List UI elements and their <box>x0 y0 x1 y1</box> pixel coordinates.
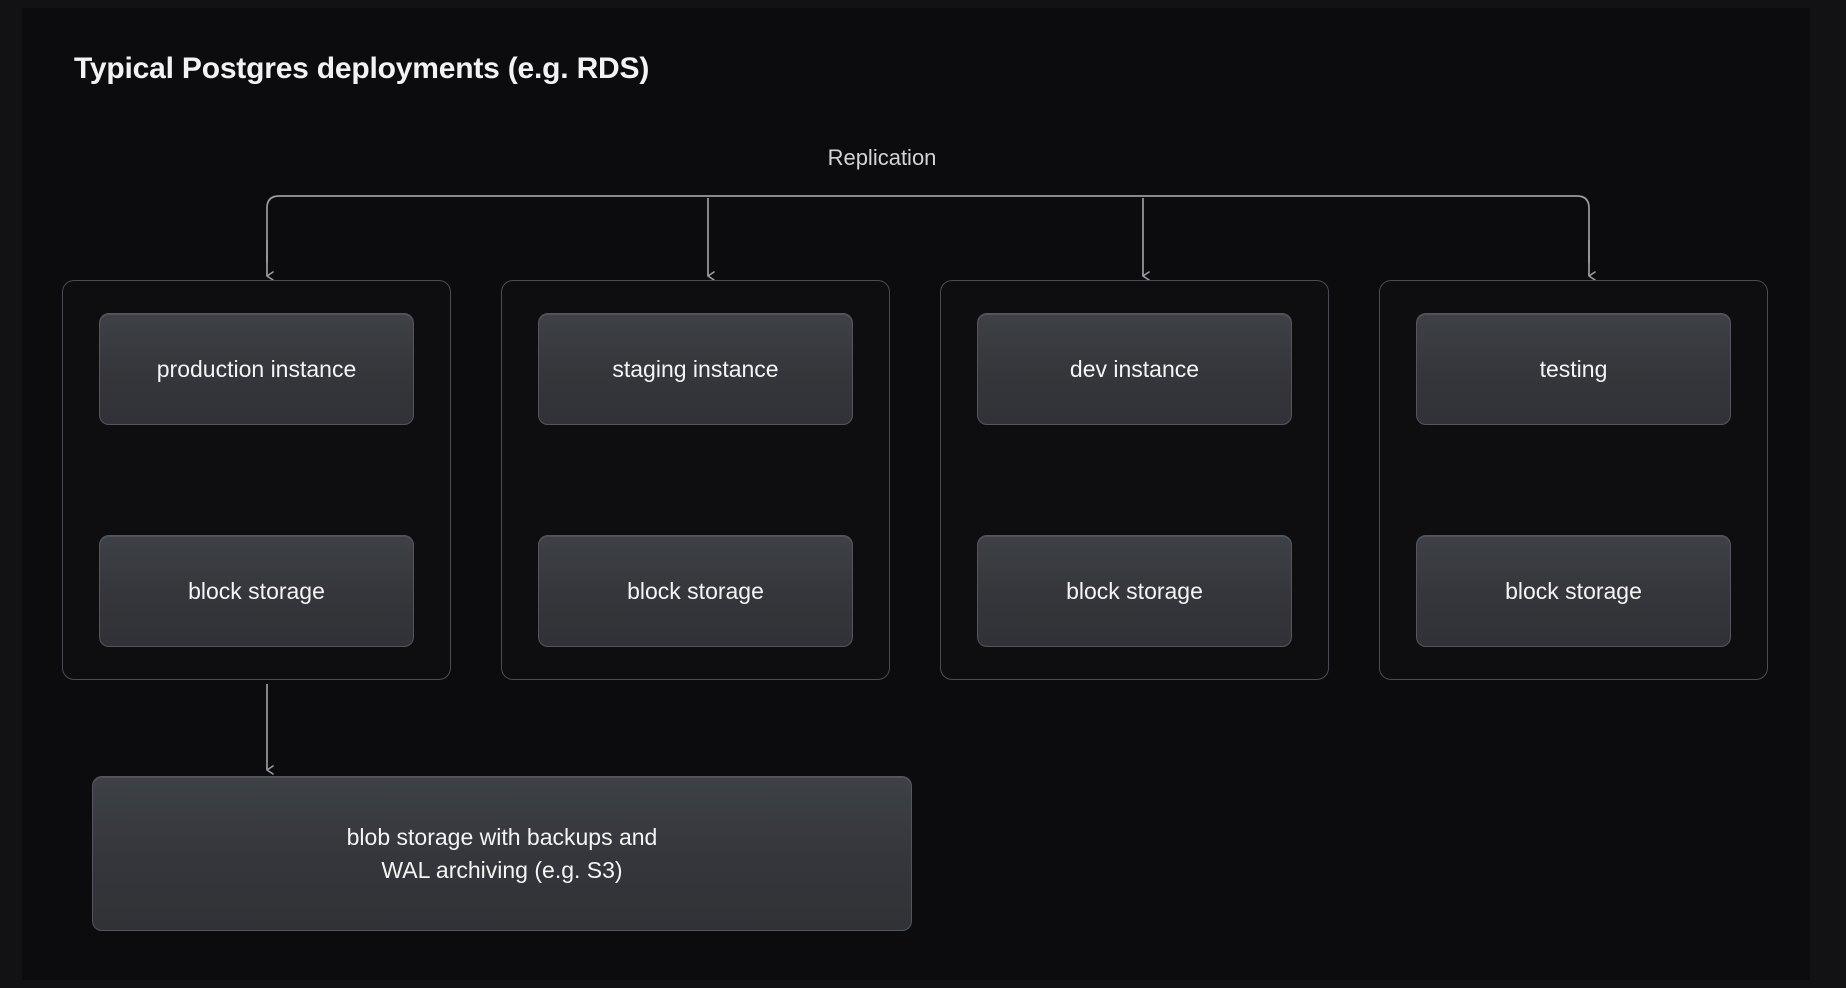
node-label: block storage <box>188 577 325 604</box>
node-label: block storage <box>1066 577 1203 604</box>
replication-label: Replication <box>22 145 1810 171</box>
replication-bus <box>266 195 1590 264</box>
node-label: testing <box>1539 355 1608 382</box>
node-dev-block-storage[interactable]: block storage <box>977 535 1292 647</box>
deployment-groups: production instance block storage stagin… <box>62 280 1768 680</box>
node-label: dev instance <box>1069 355 1200 382</box>
node-staging-block-storage[interactable]: block storage <box>538 535 853 647</box>
node-label: production instance <box>156 355 357 382</box>
group-panel-staging[interactable]: staging instance block storage <box>501 280 890 680</box>
group-panel-production[interactable]: production instance block storage <box>62 280 451 680</box>
fanout-arrows <box>266 198 1596 281</box>
node-blob-storage[interactable]: blob storage with backups and WAL archiv… <box>92 776 912 931</box>
node-staging-instance[interactable]: staging instance <box>538 313 853 425</box>
replication-label-text: Replication <box>827 145 937 170</box>
node-production-instance[interactable]: production instance <box>99 313 414 425</box>
node-label: block storage <box>627 577 764 604</box>
node-testing-block-storage[interactable]: block storage <box>1416 535 1731 647</box>
group-panel-dev[interactable]: dev instance block storage <box>940 280 1329 680</box>
blob-storage-line-1: blob storage with backups and <box>346 823 658 850</box>
node-label: block storage <box>1505 577 1642 604</box>
page-title: Typical Postgres deployments (e.g. RDS) <box>74 52 650 85</box>
node-testing-instance[interactable]: testing <box>1416 313 1731 425</box>
node-production-block-storage[interactable]: block storage <box>99 535 414 647</box>
blob-storage-line-2: WAL archiving (e.g. S3) <box>381 856 623 883</box>
node-dev-instance[interactable]: dev instance <box>977 313 1292 425</box>
diagram-board: Typical Postgres deployments (e.g. RDS) … <box>22 8 1810 980</box>
group-panel-testing[interactable]: testing block storage <box>1379 280 1768 680</box>
node-label: staging instance <box>612 355 779 382</box>
